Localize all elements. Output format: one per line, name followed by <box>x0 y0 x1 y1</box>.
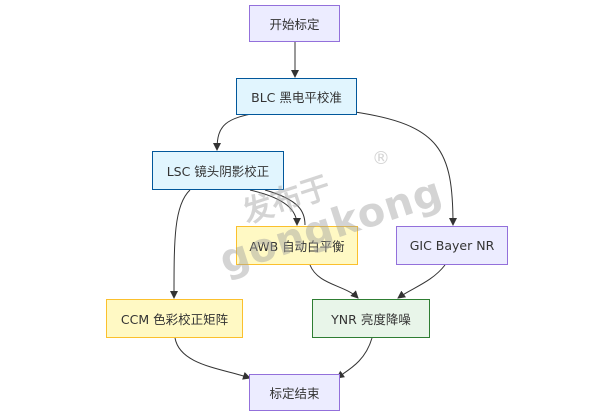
node-awb: AWB 自动白平衡 <box>236 226 358 265</box>
node-ccm: CCM 色彩校正矩阵 <box>106 299 243 338</box>
edge-lsc-awb <box>249 189 301 226</box>
edge-lsc-ccm <box>170 189 191 299</box>
node-lsc-label: LSC 镜头阴影校正 <box>166 164 270 179</box>
node-gic: GIC Bayer NR <box>396 226 508 265</box>
node-blc: BLC 黑电平校准 <box>236 78 357 115</box>
node-ynr: YNR 亮度降噪 <box>312 299 430 338</box>
node-gic-label: GIC Bayer NR <box>409 238 495 253</box>
node-start-label: 开始标定 <box>269 17 320 32</box>
node-lsc: LSC 镜头阴影校正 <box>152 151 284 190</box>
edge-gic-ynr <box>397 264 446 299</box>
edge-blc-gic <box>354 111 457 226</box>
node-ynr-label: YNR 亮度降噪 <box>331 312 411 327</box>
node-end: 标定结束 <box>249 374 340 411</box>
node-awb-label: AWB 自动白平衡 <box>249 239 345 254</box>
edge-blc-lsc <box>213 111 263 151</box>
edge-awb-ynr <box>309 264 359 299</box>
edge-ccm-end <box>174 337 251 380</box>
node-start: 开始标定 <box>249 5 340 42</box>
node-end-label: 标定结束 <box>269 386 320 401</box>
node-blc-label: BLC 黑电平校准 <box>251 90 342 105</box>
node-ccm-label: CCM 色彩校正矩阵 <box>120 312 229 327</box>
edge-lsc-awb-2 <box>264 189 306 226</box>
edge-ynr-end <box>336 337 373 379</box>
